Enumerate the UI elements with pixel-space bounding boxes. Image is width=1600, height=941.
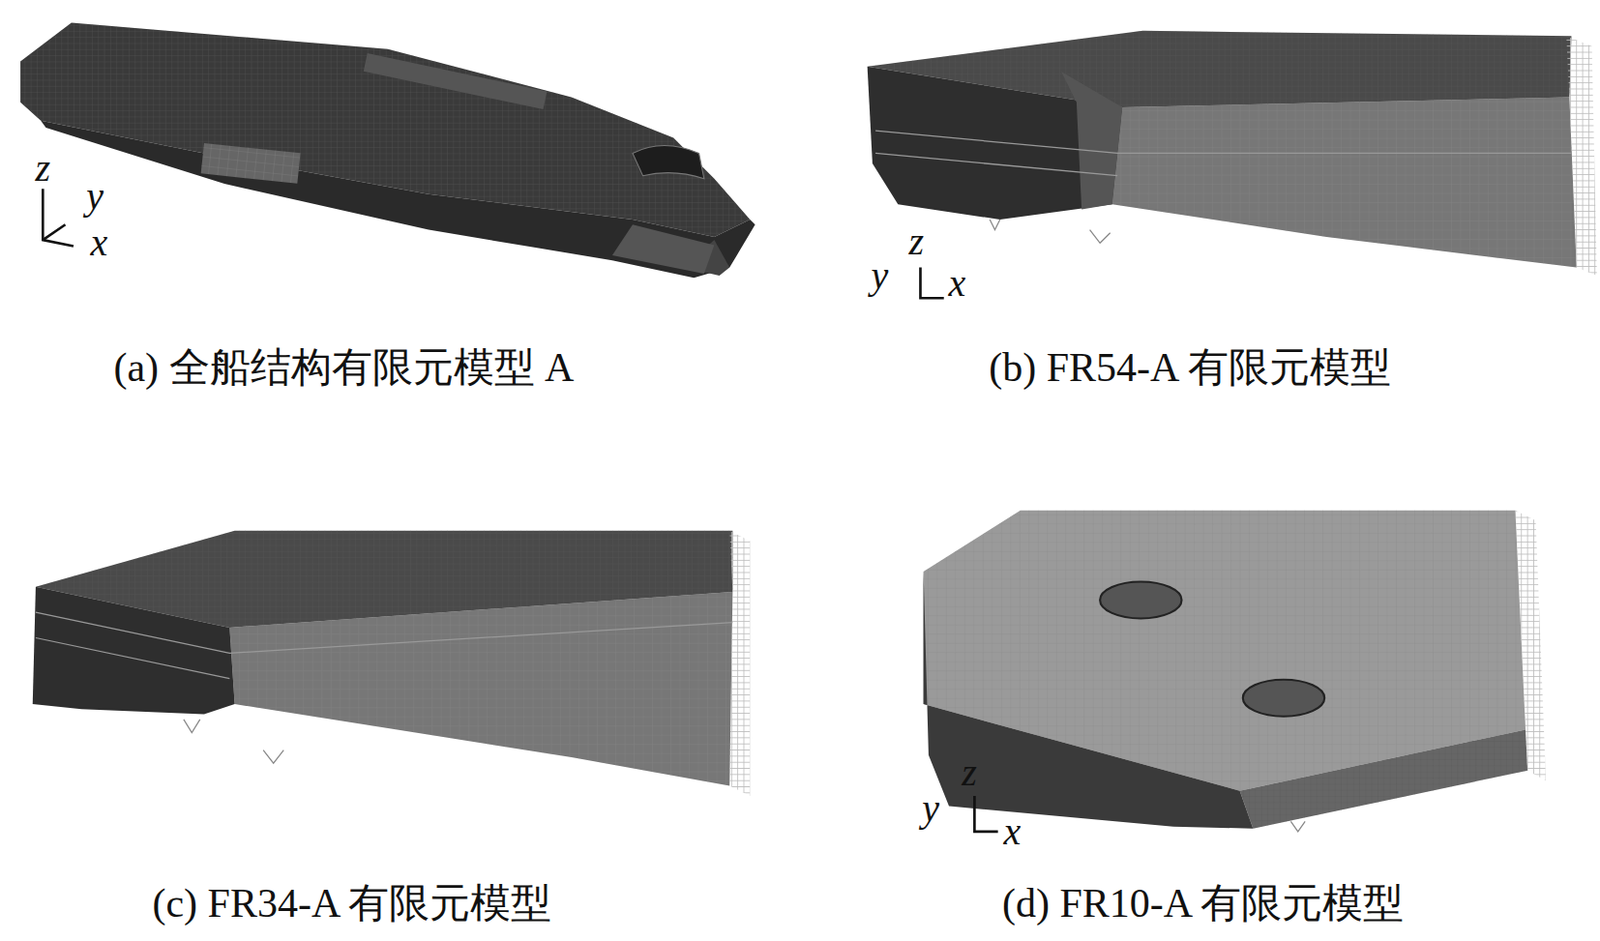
axis-label: x [948, 264, 967, 303]
axis-label: z [35, 148, 52, 188]
axis-triad-d [974, 796, 998, 832]
axis-label: y [86, 177, 104, 216]
axis-label: y [870, 256, 889, 296]
axis-label: y [921, 789, 940, 829]
fr10-section-model [923, 510, 1546, 832]
axis-triad-a [42, 188, 74, 246]
fr34-section-model [32, 531, 751, 797]
subfigure-caption: (a) 全船结构有限元模型 A [113, 347, 574, 388]
axis-label: x [89, 223, 108, 263]
subfigure-caption: (b) FR54-A 有限元模型 [988, 347, 1391, 388]
axis-label: z [908, 222, 924, 262]
subfigure-caption: (c) FR34-A 有限元模型 [151, 883, 552, 924]
axis-triad-b [919, 267, 944, 299]
ship-model [20, 22, 755, 278]
fr54-section-model [867, 30, 1598, 276]
axis-label: z [961, 753, 978, 793]
axis-label: x [1004, 812, 1022, 852]
subfigure-caption: (d) FR10-A 有限元模型 [1002, 883, 1404, 924]
